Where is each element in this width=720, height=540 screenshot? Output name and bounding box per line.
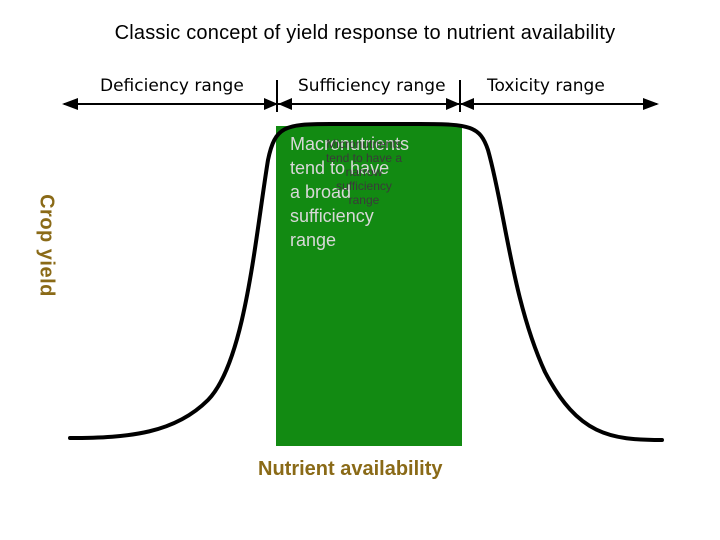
macronutrients-note-line: tend to have <box>290 158 390 178</box>
macronutrients-note-line: sufficiency <box>290 206 374 226</box>
micronutrients-note-line: tend to have a <box>325 151 403 165</box>
sufficiency-band <box>276 126 462 446</box>
range-arrowheads <box>62 98 659 110</box>
micronutrients-note-line: range <box>348 193 380 207</box>
micronutrients-note-line: Micronutrients <box>326 137 402 151</box>
micronutrients-note-line: sufficiency <box>336 179 392 193</box>
y-axis-label: Crop yield <box>35 194 58 297</box>
yield-response-curve <box>68 122 664 442</box>
macronutrients-note-line: a broad <box>290 182 352 202</box>
macronutrients-note: Macronutrients tend to have a broad suff… <box>290 132 460 252</box>
range-dividers <box>276 80 461 112</box>
diagram-title: Classic concept of yield response to nut… <box>114 22 616 44</box>
x-axis-label: Nutrient availability <box>258 458 443 480</box>
toxicity-range-label: Toxicity range <box>487 76 605 96</box>
deficiency-range-label: Deficiency range <box>100 76 244 96</box>
micronutrients-note-line: narrow <box>345 165 383 179</box>
macronutrients-note-line: range <box>290 230 337 250</box>
macronutrients-note-line: Macronutrients <box>290 134 410 154</box>
micronutrients-note: Micronutrients tend to have a narrow suf… <box>304 137 424 207</box>
sufficiency-range-label: Sufficiency range <box>298 76 446 96</box>
